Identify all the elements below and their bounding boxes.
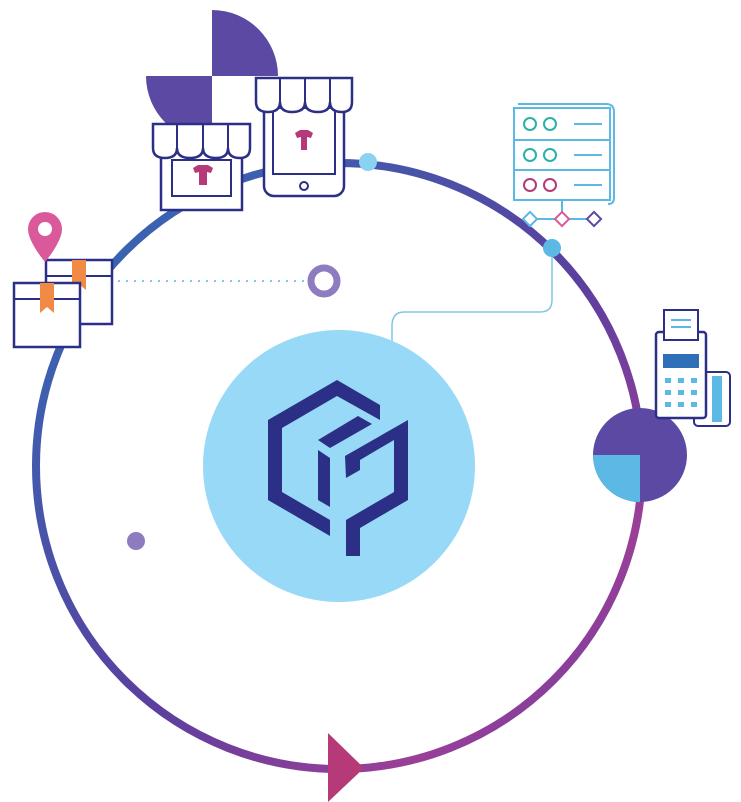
server-connector-line <box>391 257 553 345</box>
ring-node-top <box>359 153 377 171</box>
storefront-icon <box>151 122 252 212</box>
payment-terminal-icon <box>654 309 731 427</box>
mobile-storefront-icon <box>254 76 354 198</box>
pie-chart-icon <box>593 408 687 502</box>
center-circle <box>203 330 475 602</box>
server-rack-icon <box>513 103 615 228</box>
cube-gp-logo-icon <box>268 380 408 556</box>
small-dot <box>127 532 145 550</box>
quarter-shapes-decoration <box>146 10 278 142</box>
play-arrow-icon <box>328 733 364 802</box>
ring-node <box>307 264 341 298</box>
location-pin-icon <box>28 212 62 262</box>
ring-node-right <box>543 239 561 257</box>
package-boxes-icon <box>12 258 114 349</box>
